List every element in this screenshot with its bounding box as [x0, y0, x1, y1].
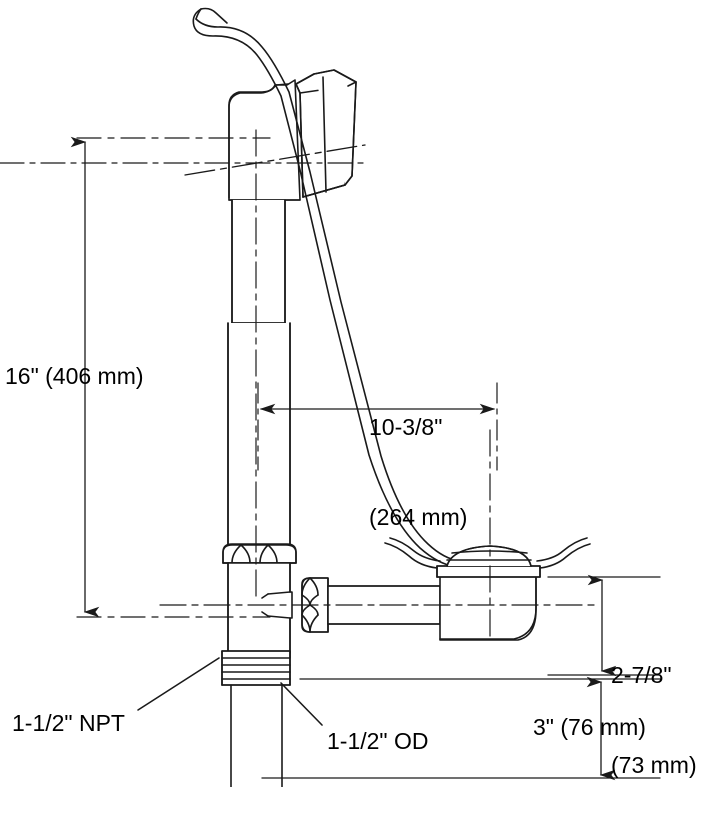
dimension-label-outlet-drop: 3" (76 mm): [533, 714, 646, 740]
centerlines-secondary: [0, 162, 366, 164]
threaded-tailpiece: [221, 650, 291, 686]
technical-drawing-canvas: 16" (406 mm) 10-3/8" (264 mm) 2-7/8" (73…: [0, 7, 697, 787]
extension-lines-shoe: [547, 576, 661, 676]
callout-label-npt: 1-1/2" NPT: [12, 710, 125, 736]
dimension-label-horizontal-run-imperial: 10-3/8": [369, 414, 443, 440]
slip-nut-upper: [222, 543, 297, 564]
tailpiece: [230, 684, 283, 787]
centerlines: [159, 129, 601, 641]
leader-line-od: [280, 682, 323, 726]
assembly-line-art: [0, 7, 661, 787]
dimension-label-overall-height: 16" (406 mm): [5, 363, 144, 389]
strainer-flange: [384, 537, 591, 578]
extension-lines-run: [257, 382, 498, 471]
dimension-label-shoe-depth: 2-7/8" (73 mm): [611, 600, 697, 840]
dimension-label-shoe-depth-metric: (73 mm): [611, 752, 697, 778]
tee-fitting: [227, 562, 293, 658]
callout-label-od: 1-1/2" OD: [327, 728, 429, 754]
extension-lines-height: [76, 137, 271, 618]
overflow-head-axis: [184, 144, 366, 176]
dimension-label-horizontal-run-metric: (264 mm): [369, 504, 468, 530]
extension-lines-outlet: [261, 678, 661, 779]
dimension-label-shoe-depth-imperial: 2-7/8": [611, 662, 672, 688]
dimension-label-horizontal-run: 10-3/8" (264 mm): [369, 352, 467, 592]
leader-line-npt: [137, 657, 220, 711]
trip-lever-handle: [192, 7, 461, 568]
overflow-tube: [227, 199, 291, 564]
overflow-head: [228, 69, 357, 201]
